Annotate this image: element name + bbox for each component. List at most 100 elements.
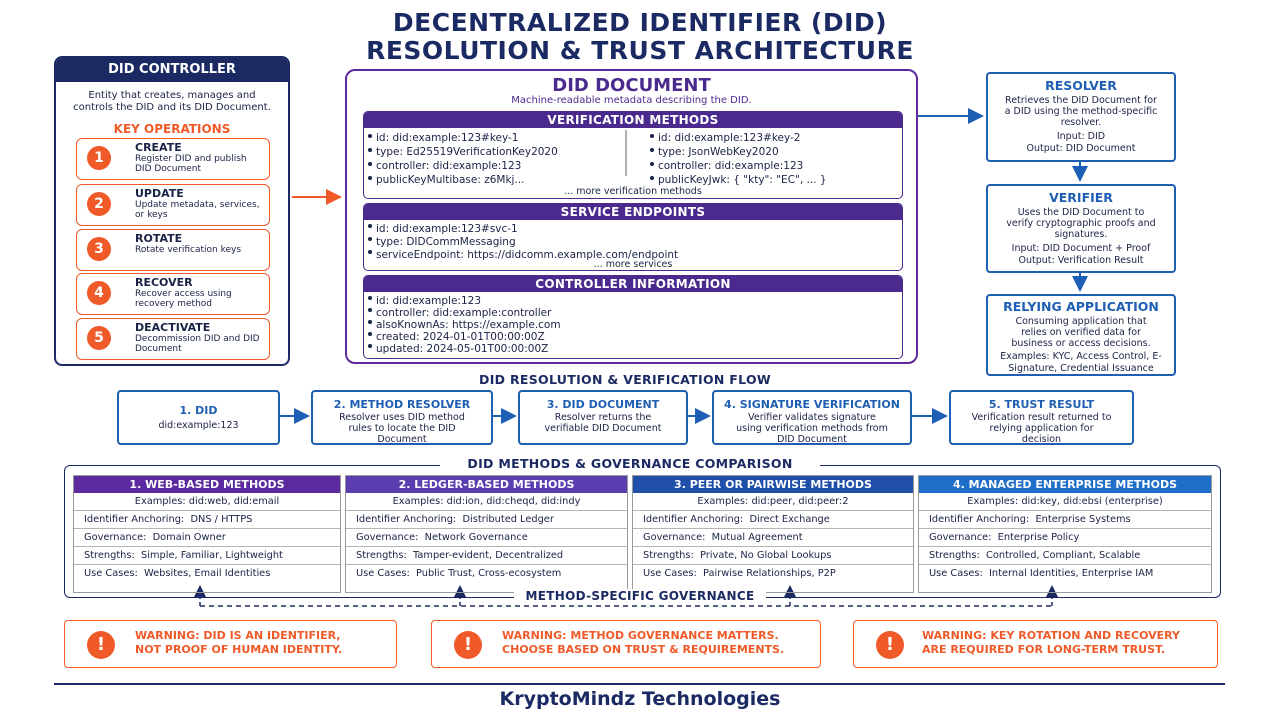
flow-step-desc: Verification result returned to relying … [971, 412, 1112, 445]
page-title-line1: DECENTRALIZED IDENTIFIER (DID) [392, 8, 888, 37]
did-controller-panel: DID CONTROLLER Entity that creates, mana… [54, 56, 290, 366]
op-desc: Update metadata, services, or keys [135, 200, 260, 220]
se-item: type: DIDCommMessaging [376, 236, 516, 248]
vm-right-item: controller: did:example:123 [658, 160, 804, 172]
table-row: Identifier Anchoring: Distributed Ledger [346, 510, 627, 528]
warning-text: WARNING: DID IS AN IDENTIFIER,NOT PROOF … [135, 629, 343, 656]
op-desc: Recover access using recovery method [135, 289, 232, 309]
op-number: 4 [87, 281, 111, 305]
op-desc: Register DID and publish DID Document [135, 154, 247, 174]
vm-left-item: controller: did:example:123 [376, 160, 522, 172]
warning-icon: ! [454, 631, 482, 659]
flow-step-2: 2. METHOD RESOLVER Resolver uses DID met… [311, 390, 493, 445]
relying-application-box: RELYING APPLICATION Consuming applicatio… [986, 294, 1176, 376]
flow-step-title: 2. METHOD RESOLVER [333, 398, 471, 411]
comparison-title: DID METHODS & GOVERNANCE COMPARISON [440, 456, 820, 471]
flow-step-title: 1. DID [179, 404, 218, 417]
footer-company-name: KryptoMindz Technologies [499, 688, 781, 710]
ci-item: controller: did:example:controller [376, 307, 552, 319]
vm-more: ... more verification methods [564, 186, 702, 197]
table-row: Strengths: Simple, Familiar, Lightweight [74, 546, 340, 564]
column-header: 3. PEER OR PAIRWISE METHODS [633, 476, 913, 493]
resolver-input: Input: DID [1056, 131, 1106, 142]
column-examples: Examples: did:peer, did:peer:2 [697, 496, 849, 507]
column-examples: Examples: did:web, did:email [134, 496, 280, 507]
verifier-input: Input: DID Document + Proof [1011, 243, 1151, 254]
warning-icon: ! [87, 631, 115, 659]
op-title: CREATE [135, 141, 182, 154]
ci-item: alsoKnownAs: https://example.com [376, 319, 561, 331]
se-item: serviceEndpoint: https://didcomm.example… [376, 249, 679, 261]
op-number: 3 [87, 237, 111, 261]
vm-right-item: type: JsonWebKey2020 [658, 146, 779, 158]
flow-step-desc: Verifier validates signature using verif… [736, 412, 888, 445]
table-row: Use Cases: Public Trust, Cross-ecosystem [346, 564, 627, 582]
op-deactivate: 5 DEACTIVATE Decommission DID and DID Do… [76, 318, 270, 360]
warning-box-governance: ! WARNING: METHOD GOVERNANCE MATTERS.CHO… [431, 620, 821, 668]
did-document-subtitle: Machine-readable metadata describing the… [511, 95, 752, 106]
did-controller-desc: Entity that creates, manages and control… [73, 90, 271, 113]
ci-item: updated: 2024-05-01T00:00:00Z [376, 343, 549, 355]
resolver-output: Output: DID Document [1026, 143, 1136, 154]
op-title: UPDATE [135, 187, 184, 200]
did-controller-header: DID CONTROLLER [56, 58, 288, 82]
column-header: 4. MANAGED ENTERPRISE METHODS [919, 476, 1211, 493]
table-row: Strengths: Controlled, Compliant, Scalab… [919, 546, 1211, 564]
op-recover: 4 RECOVER Recover access using recovery … [76, 273, 270, 315]
verifier-title: VERIFIER [1049, 190, 1113, 205]
method-column-peer: 3. PEER OR PAIRWISE METHODS Examples: di… [632, 475, 914, 593]
warning-icon: ! [876, 631, 904, 659]
op-desc: Rotate verification keys [135, 245, 242, 255]
vm-right-item: id: did:example:123#key-2 [658, 132, 801, 144]
controller-information-section: CONTROLLER INFORMATION id: did:example:1… [363, 275, 903, 359]
warning-text: WARNING: METHOD GOVERNANCE MATTERS.CHOOS… [502, 629, 785, 656]
table-row: Use Cases: Websites, Email Identities [74, 564, 340, 582]
flow-step-4: 4. SIGNATURE VERIFICATION Verifier valid… [712, 390, 912, 445]
warning-box-identity: ! WARNING: DID IS AN IDENTIFIER,NOT PROO… [64, 620, 397, 668]
vm-left-item: id: did:example:123#key-1 [376, 132, 519, 144]
section-header: SERVICE ENDPOINTS [364, 204, 902, 220]
table-row: Identifier Anchoring: Enterprise Systems [919, 510, 1211, 528]
verifier-box: VERIFIER Uses the DID Document to verify… [986, 184, 1176, 273]
section-header: VERIFICATION METHODS [364, 112, 902, 128]
column-header: 2. LEDGER-BASED METHODS [346, 476, 627, 493]
table-row: Use Cases: Internal Identities, Enterpri… [919, 564, 1211, 582]
flow-step-desc: Resolver returns the verifiable DID Docu… [544, 412, 662, 434]
method-column-enterprise: 4. MANAGED ENTERPRISE METHODS Examples: … [918, 475, 1212, 593]
flow-step-desc: Resolver uses DID method rules to locate… [339, 412, 465, 445]
vm-left-item: publicKeyMultibase: z6Mkj... [376, 174, 525, 186]
op-number: 1 [87, 146, 111, 170]
relying-title: RELYING APPLICATION [1003, 299, 1159, 314]
op-rotate: 3 ROTATE Rotate verification keys [76, 229, 270, 271]
vm-left-item: type: Ed25519VerificationKey2020 [376, 146, 558, 158]
op-title: ROTATE [135, 232, 183, 245]
flow-step-title: 5. TRUST RESULT [988, 398, 1095, 411]
methods-comparison-panel: 1. WEB-BASED METHODS Examples: did:web, … [64, 465, 1221, 598]
op-update: 2 UPDATE Update metadata, services, or k… [76, 184, 270, 226]
flow-step-title: 4. SIGNATURE VERIFICATION [724, 398, 900, 411]
resolver-desc: Retrieves the DID Document for a DID usi… [1004, 95, 1158, 128]
table-row: Governance: Enterprise Policy [919, 528, 1211, 546]
page-title-line2: RESOLUTION & TRUST ARCHITECTURE [366, 36, 914, 65]
verifier-desc: Uses the DID Document to verify cryptogr… [1006, 207, 1156, 240]
table-row: Identifier Anchoring: Direct Exchange [633, 510, 913, 528]
se-more: ... more services [593, 259, 673, 270]
method-column-web: 1. WEB-BASED METHODS Examples: did:web, … [73, 475, 341, 593]
flow-step-desc: did:example:123 [158, 420, 239, 431]
service-endpoints-section: SERVICE ENDPOINTS id: did:example:123#sv… [363, 203, 903, 271]
table-row: Strengths: Private, No Global Lookups [633, 546, 913, 564]
table-row: Strengths: Tamper-evident, Decentralized [346, 546, 627, 564]
flow-step-5: 5. TRUST RESULT Verification result retu… [949, 390, 1134, 445]
flow-step-1: 1. DID did:example:123 [117, 390, 280, 445]
vm-right-item: publicKeyJwk: { "kty": "EC", ... } [658, 174, 827, 186]
flow-title: DID RESOLUTION & VERIFICATION FLOW [479, 372, 771, 387]
did-document-panel: DID DOCUMENT Machine-readable metadata d… [345, 69, 918, 364]
table-row: Governance: Mutual Agreement [633, 528, 913, 546]
op-create: 1 CREATE Register DID and publish DID Do… [76, 138, 270, 180]
column-examples: Examples: did:ion, did:cheqd, did:indy [392, 496, 581, 507]
op-title: RECOVER [135, 276, 193, 289]
footer-divider [54, 683, 1225, 685]
